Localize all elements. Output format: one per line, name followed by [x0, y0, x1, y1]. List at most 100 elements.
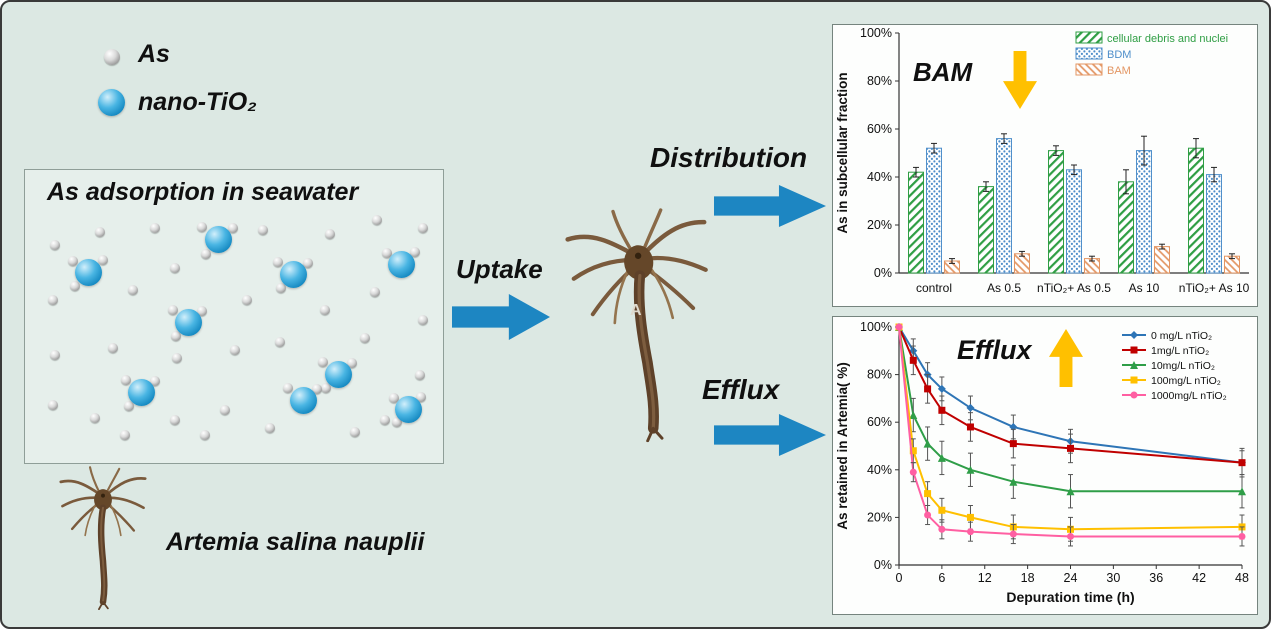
svg-text:36: 36	[1149, 571, 1163, 585]
nano-tio2-particle	[387, 250, 415, 278]
as-particle	[150, 223, 160, 233]
svg-text:42: 42	[1192, 571, 1206, 585]
as-particle	[242, 295, 252, 305]
seawater-box-title: As adsorption in seawater	[47, 178, 359, 206]
efflux-annotation: Efflux	[957, 335, 1032, 365]
as-particle	[416, 392, 426, 402]
svg-text:6: 6	[938, 571, 945, 585]
as-particle	[325, 229, 335, 239]
as-particle	[382, 248, 392, 258]
as-particle	[418, 315, 428, 325]
as-particle	[108, 343, 118, 353]
distribution-arrow-icon	[714, 185, 826, 227]
as-particle	[372, 215, 382, 225]
as-particle	[370, 287, 380, 297]
svg-text:100mg/L nTiO₂: 100mg/L nTiO₂	[1151, 375, 1221, 387]
as-particle	[98, 255, 108, 265]
as-particle	[321, 383, 331, 393]
svg-text:48: 48	[1235, 571, 1249, 585]
as-particle	[168, 305, 178, 315]
as-particle	[171, 331, 181, 341]
svg-text:0: 0	[896, 571, 903, 585]
artemia-caption: Artemia salina nauplii	[166, 528, 425, 556]
sphere-layer	[25, 170, 443, 463]
as-particle	[410, 247, 420, 257]
as-particle	[220, 405, 230, 415]
as-particle	[170, 415, 180, 425]
svg-text:BAM: BAM	[1107, 65, 1131, 77]
svg-text:10mg/L nTiO₂: 10mg/L nTiO₂	[1151, 360, 1215, 372]
as-particle	[230, 345, 240, 355]
svg-text:100%: 100%	[860, 26, 892, 40]
legend-tio2-label: nano-TiO₂	[138, 88, 257, 116]
nano-tio2-particle	[394, 395, 422, 423]
svg-text:1000mg/L nTiO₂: 1000mg/L nTiO₂	[1151, 390, 1227, 402]
as-particle	[380, 415, 390, 425]
nano-tio2-particle	[204, 225, 232, 253]
as-particle	[170, 263, 180, 273]
artemia-thumbnail	[52, 464, 154, 610]
as-particle	[276, 283, 286, 293]
as-particle	[392, 417, 402, 427]
as-particle	[48, 400, 58, 410]
uptake-arrow-icon	[452, 294, 550, 340]
svg-text:40%: 40%	[867, 463, 892, 477]
svg-text:1mg/L nTiO₂: 1mg/L nTiO₂	[1151, 345, 1209, 357]
as-particle	[258, 225, 268, 235]
as-particle	[48, 295, 58, 305]
as-particle	[303, 258, 313, 268]
as-particle	[68, 256, 78, 266]
as-particle	[265, 423, 275, 433]
svg-text:As retained in Artemia( %): As retained in Artemia( %)	[835, 362, 850, 530]
svg-text:control: control	[916, 281, 952, 295]
svg-text:BDM: BDM	[1107, 49, 1131, 61]
as-particle	[197, 306, 207, 316]
as-particle	[124, 401, 134, 411]
artemia-image	[550, 197, 738, 449]
as-particle	[128, 285, 138, 295]
svg-text:80%: 80%	[867, 74, 892, 88]
svg-text:20%: 20%	[867, 510, 892, 524]
as-particle	[275, 337, 285, 347]
as-particle	[121, 375, 131, 385]
svg-text:0%: 0%	[874, 558, 892, 572]
svg-text:As in subcellular fraction: As in subcellular fraction	[835, 72, 850, 233]
nano-tio2-sphere-icon	[98, 89, 125, 116]
nano-tio2-particle	[74, 258, 102, 286]
as-particle	[197, 222, 207, 232]
svg-text:30: 30	[1106, 571, 1120, 585]
as-particle	[389, 393, 399, 403]
as-particle	[200, 430, 210, 440]
svg-text:24: 24	[1064, 571, 1078, 585]
as-particle	[172, 353, 182, 363]
svg-text:60%: 60%	[867, 122, 892, 136]
as-particle	[70, 281, 80, 291]
svg-text:100%: 100%	[860, 320, 892, 334]
nano-tio2-particle	[127, 378, 155, 406]
svg-text:As 10: As 10	[1129, 281, 1160, 295]
svg-text:cellular debris and nuclei: cellular debris and nuclei	[1107, 33, 1228, 45]
as-particle	[228, 223, 238, 233]
seawater-box: As adsorption in seawater	[24, 169, 444, 464]
as-particle	[350, 427, 360, 437]
nano-tio2-particle	[174, 308, 202, 336]
as-sphere-icon	[104, 49, 120, 65]
as-particle	[347, 358, 357, 368]
svg-text:0 mg/L nTiO₂: 0 mg/L nTiO₂	[1151, 330, 1212, 342]
as-particle	[50, 240, 60, 250]
as-particle	[150, 376, 160, 386]
svg-text:40%: 40%	[867, 170, 892, 184]
nano-tio2-particle	[289, 386, 317, 414]
as-particle	[90, 413, 100, 423]
as-particle	[318, 357, 328, 367]
svg-text:60%: 60%	[867, 415, 892, 429]
as-particle	[273, 257, 283, 267]
bam-annotation: BAM	[913, 57, 973, 87]
as-particle	[312, 384, 322, 394]
svg-text:20%: 20%	[867, 218, 892, 232]
